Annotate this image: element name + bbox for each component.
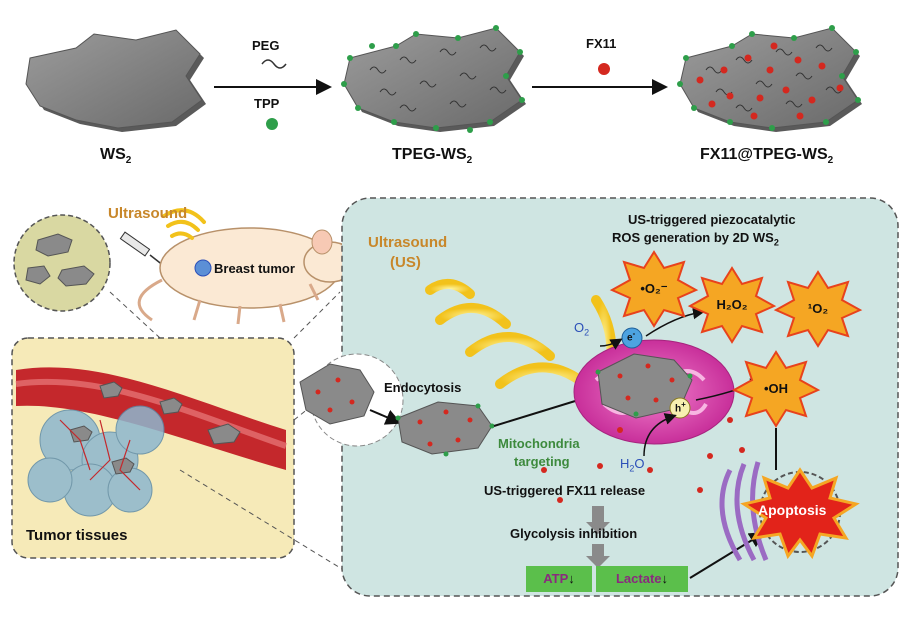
label-h2o: H2O bbox=[620, 456, 645, 474]
fx11-dot-icon bbox=[598, 63, 610, 75]
ws2-sheet bbox=[25, 29, 206, 132]
label-breast-tumor: Breast tumor bbox=[214, 261, 295, 276]
label-fx11: FX11 bbox=[586, 36, 617, 51]
label-apoptosis: Apoptosis bbox=[758, 502, 827, 518]
connector-dashed bbox=[179, 469, 361, 581]
connector-dashed bbox=[109, 291, 161, 339]
endocytosed-sheet-2 bbox=[395, 401, 495, 457]
ros-star-h2o2 bbox=[687, 266, 777, 344]
mouse-icon bbox=[137, 227, 357, 325]
label-glycolysis: Glycolysis inhibition bbox=[510, 526, 638, 541]
tumor-cells bbox=[27, 405, 165, 517]
fx11-tpeg-ws2-sheet bbox=[677, 25, 862, 132]
title-line-2: ROS generation by 2D WS2 bbox=[612, 230, 779, 248]
endocytosed-sheet-1 bbox=[299, 363, 375, 425]
ros-star-superoxide bbox=[609, 250, 699, 328]
label-atp: ATP↓ bbox=[543, 571, 575, 586]
label-fx11-release: US-triggered FX11 release bbox=[484, 483, 646, 498]
label-tpp: TPP bbox=[254, 96, 280, 111]
label-us-abbrev: (US) bbox=[390, 254, 421, 271]
label-ros-h2o2: H₂O₂ bbox=[716, 297, 748, 312]
label-electron: e- bbox=[627, 329, 636, 344]
label-ros-hydroxyl: •OH bbox=[763, 381, 789, 396]
peg-squiggle-icon bbox=[261, 59, 287, 69]
label-endocytosis: Endocytosis bbox=[384, 380, 462, 395]
label-lactate: Lactate↓ bbox=[615, 571, 669, 586]
label-ws2: WS2 bbox=[100, 146, 132, 167]
arrow-to-apoptosis bbox=[689, 531, 766, 579]
label-peg: PEG bbox=[252, 38, 280, 53]
apoptosis-burst bbox=[740, 467, 860, 560]
ros-star-singlet-oxygen bbox=[773, 270, 863, 348]
label-ultrasound-small: Ultrasound bbox=[108, 205, 188, 222]
ros-star-hydroxyl bbox=[731, 350, 821, 428]
label-mito-line2: targeting bbox=[514, 454, 570, 469]
lactate-box bbox=[596, 566, 688, 592]
connector-dashed bbox=[293, 291, 341, 339]
electron-icon bbox=[621, 327, 643, 349]
label-tumor-tissues: Tumor tissues bbox=[26, 527, 128, 544]
hole-icon bbox=[669, 397, 691, 419]
label-ultrasound-large: Ultrasound bbox=[368, 234, 448, 251]
label-hole: h+ bbox=[675, 400, 686, 415]
piezo-sheet bbox=[595, 353, 693, 419]
tpeg-ws2-sheet bbox=[341, 25, 526, 133]
label-tpeg-ws2: TPEG-WS2 bbox=[392, 146, 473, 167]
connector-dashed bbox=[293, 379, 345, 421]
tpp-dot-icon bbox=[266, 118, 278, 130]
label-mito-line1: Mitochondria bbox=[498, 436, 580, 451]
syringe-icon bbox=[119, 231, 165, 267]
label-fx11-tpeg-ws2: FX11@TPEG-WS2 bbox=[700, 146, 834, 167]
atp-box bbox=[526, 566, 592, 592]
down-arrow-icon bbox=[586, 506, 610, 534]
ultrasound-waves-small bbox=[162, 208, 206, 240]
fx11-released-dots bbox=[541, 417, 745, 503]
title-line-1: US-triggered piezocatalytic bbox=[628, 212, 796, 227]
down-arrow-icon bbox=[586, 544, 610, 568]
nanosheet-inset bbox=[13, 214, 111, 312]
label-o2: O2 bbox=[574, 320, 590, 338]
label-ros-singlet: ¹O₂ bbox=[807, 301, 829, 316]
label-ros-superoxide: •O₂⁻ bbox=[640, 281, 668, 296]
